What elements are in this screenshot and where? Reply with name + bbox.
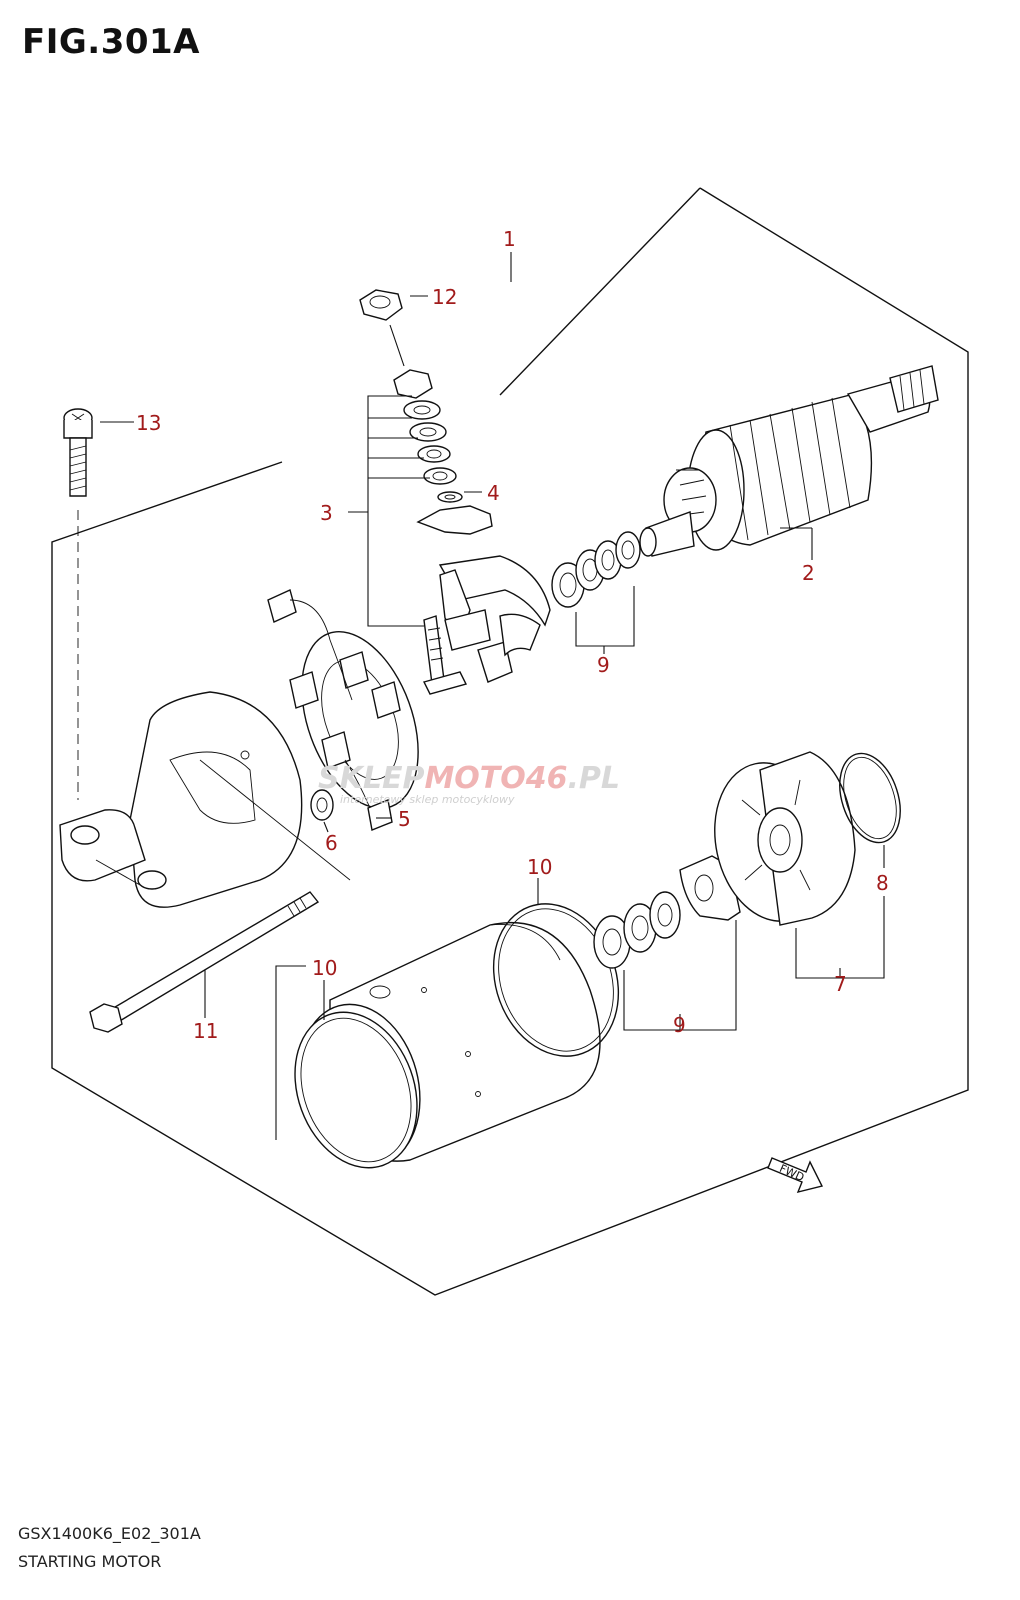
callout-5: 5 [398,807,411,831]
terminal-washer-stack[interactable] [393,369,463,503]
callout-10-front: 10 [527,855,552,879]
bearing[interactable] [310,789,334,821]
svg-text:internetowy sklep motocyklowy: internetowy sklep motocyklowy [340,793,515,806]
callout-9-lower: 9 [673,1013,686,1037]
svg-text:SKLEPMOTO46.PL: SKLEPMOTO46.PL [318,761,620,796]
front-cover[interactable] [701,751,856,932]
callout-13: 13 [136,411,161,435]
leader-lines [100,252,885,1140]
terminal-brush-set[interactable] [416,505,551,695]
callout-3: 3 [320,501,333,525]
callout-4: 4 [487,481,500,505]
armature[interactable] [639,365,939,557]
bolt-13[interactable] [63,408,93,497]
callout-1: 1 [503,227,516,251]
brush-holder-plate[interactable] [267,589,440,831]
o-ring-rear[interactable] [274,995,438,1185]
callout-6: 6 [325,831,338,855]
rear-housing[interactable] [59,691,351,908]
callout-2: 2 [802,561,815,585]
figure-title: FIG.301A [22,22,200,62]
callout-7: 7 [834,972,847,996]
callout-12: 12 [432,285,457,309]
washer-set-lower[interactable] [593,855,741,969]
figure-code: GSX1400K6_E02_301A [18,1524,201,1543]
assembly-boundary [51,187,969,1296]
callout-10-rear: 10 [312,956,337,980]
callout-8: 8 [876,871,889,895]
o-ring-8[interactable] [829,746,911,851]
washer-set-upper[interactable] [551,531,641,608]
callout-labels: 1 2 3 4 5 6 7 8 9 9 10 10 11 12 13 [136,227,889,1043]
callout-9-upper: 9 [597,653,610,677]
shop-watermark: SKLEPMOTO46.PL internetowy sklep motocyk… [318,761,620,806]
fwd-arrow-marker: FWD [767,1157,824,1194]
nut-12[interactable] [359,289,403,321]
callout-11: 11 [193,1019,218,1043]
figure-name: STARTING MOTOR [18,1552,162,1571]
through-bolt-11[interactable] [89,891,320,1033]
fwd-label: FWD [777,1162,806,1184]
